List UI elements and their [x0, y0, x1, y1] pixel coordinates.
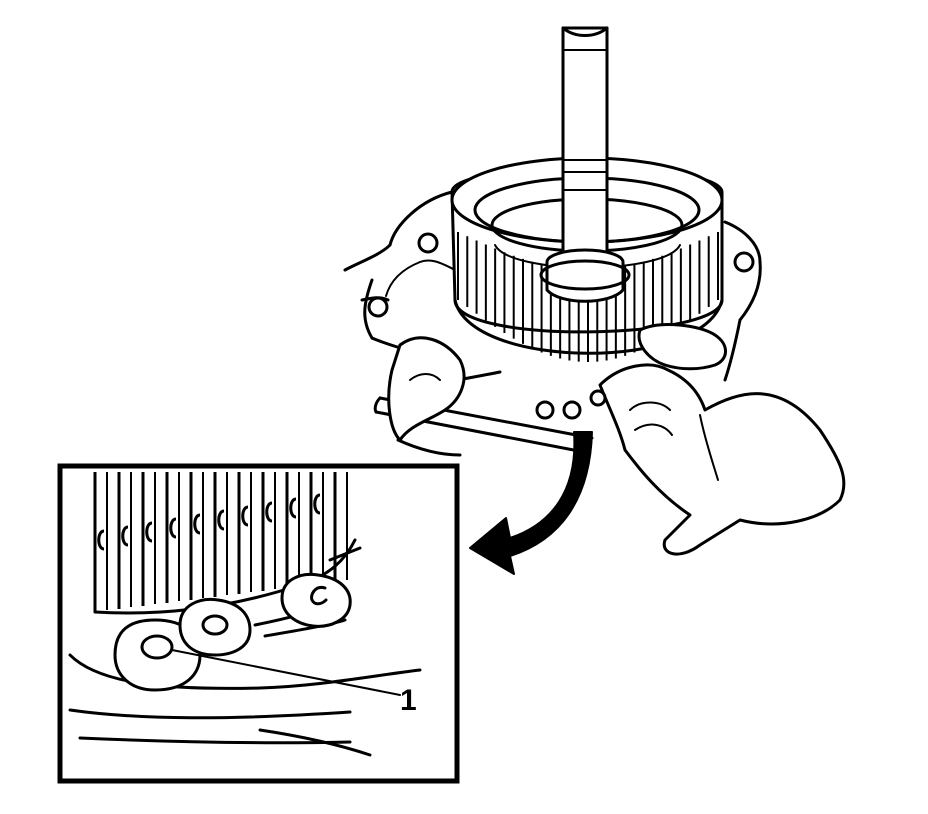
spline-tooth-slot [97, 529, 105, 551]
spline-tooth-slot [121, 525, 129, 547]
main-assembly-view [343, 26, 846, 575]
spline-tooth-slot [289, 497, 297, 519]
callout-leader-line [171, 649, 401, 696]
spline-tooth-slot [265, 501, 273, 523]
input-shaft [539, 26, 631, 303]
inset-drum-splines [93, 472, 348, 612]
spline-tooth-slot [145, 521, 153, 543]
callout-label-1: 1 [400, 684, 417, 717]
spline-tooth-slot [241, 505, 249, 527]
technician-hands [387, 323, 846, 556]
transmission-case [343, 190, 762, 420]
bolt-boss-right [280, 572, 352, 628]
spline-tooth-slot [193, 513, 201, 535]
zoom-arrow [469, 431, 593, 575]
spline-tooth-slot [313, 493, 321, 515]
spline-tooth-slot [217, 509, 225, 531]
detail-inset: 1 [57, 463, 460, 784]
bolt-boss-center [178, 597, 252, 657]
spline-tooth-slot [169, 517, 177, 539]
